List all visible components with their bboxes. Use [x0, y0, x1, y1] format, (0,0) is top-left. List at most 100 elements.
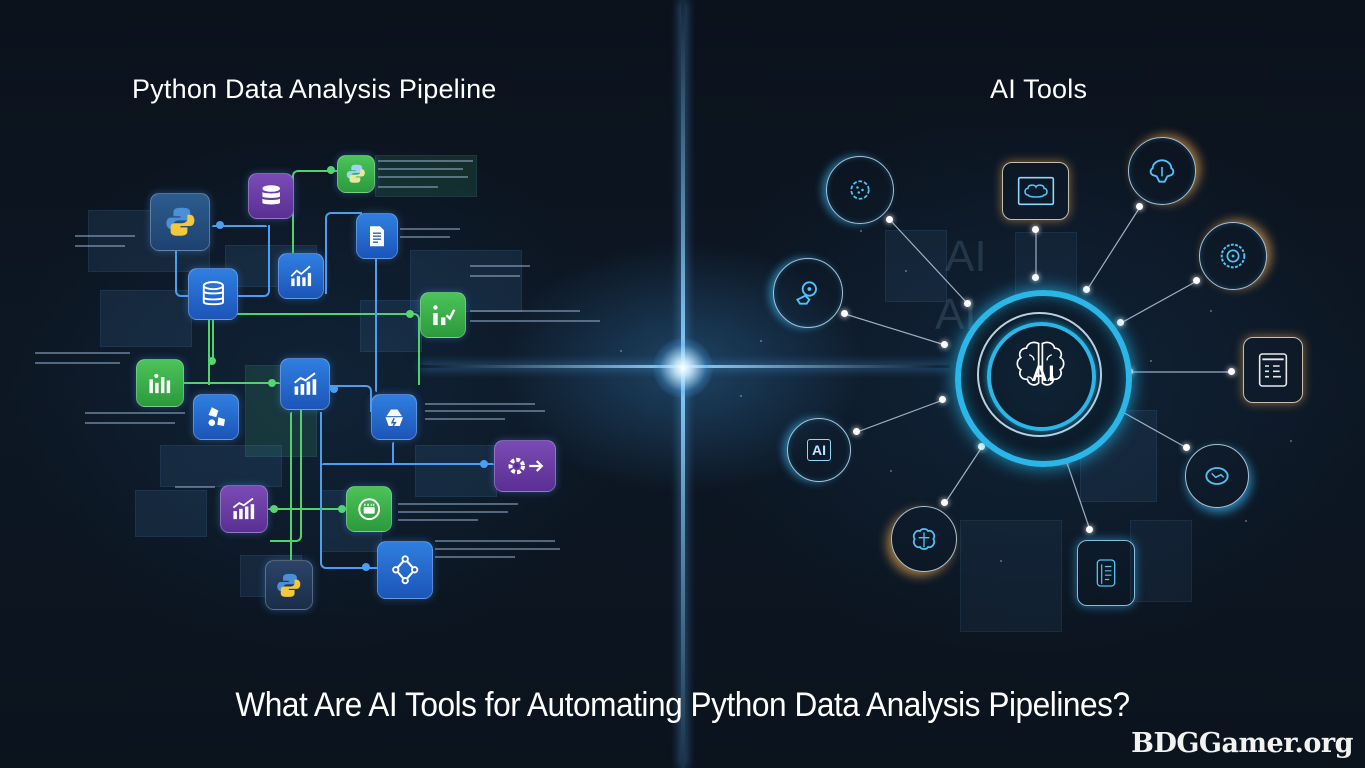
trend-node	[220, 485, 268, 533]
ai-tool-node	[826, 156, 894, 224]
connector-dot	[338, 505, 346, 513]
code-line	[378, 186, 438, 188]
hub-ring-inner	[987, 322, 1096, 431]
star-speck	[760, 340, 762, 342]
connector-dot	[941, 341, 948, 348]
connector-dot	[964, 300, 971, 307]
code-line	[425, 410, 545, 412]
star-speck	[1150, 360, 1152, 362]
code-line	[35, 362, 120, 364]
hub-ring-outer	[977, 312, 1102, 437]
pipeline-wire	[234, 225, 270, 297]
connector-dot	[406, 310, 414, 318]
connector-dot	[939, 396, 946, 403]
connector-dot	[270, 505, 278, 513]
headline: What Are AI Tools for Automating Python …	[235, 686, 1130, 724]
code-line	[378, 160, 473, 162]
connector-dot	[480, 460, 488, 468]
connector-dot	[327, 166, 335, 174]
connector-dot	[1228, 368, 1235, 375]
connector-dot	[208, 357, 216, 365]
bar-chart-node	[136, 359, 184, 407]
dashboard-panel-icon	[1258, 353, 1288, 387]
bg-panel	[885, 230, 947, 302]
code-line	[75, 245, 125, 247]
chart-node	[280, 358, 330, 410]
ai-tool-node	[1002, 162, 1069, 220]
connector-dot	[330, 385, 338, 393]
hub-label: AI	[1031, 361, 1056, 386]
code-line	[470, 310, 580, 312]
brain-lobes-icon	[912, 528, 936, 550]
database-node	[188, 268, 238, 320]
network-graph-icon	[391, 555, 419, 585]
pipeline-wire	[292, 170, 342, 297]
analytics-icon	[433, 305, 456, 325]
ai-tool-node	[1077, 540, 1135, 606]
python-node	[337, 155, 375, 193]
pipeline-wire	[322, 463, 494, 467]
bg-panel	[135, 490, 207, 537]
pipeline-wire	[375, 252, 379, 392]
brain-icon	[1016, 341, 1065, 386]
star-speck	[1210, 310, 1212, 312]
database-node	[248, 173, 294, 219]
processing-badge-icon	[358, 498, 380, 520]
gear-output-node	[494, 440, 556, 492]
pipeline-wire	[182, 382, 280, 386]
bg-panel	[960, 520, 1062, 632]
connector-dot	[853, 428, 860, 435]
pipeline-wire	[392, 442, 396, 464]
processing-node	[346, 486, 392, 532]
left-section-title: Python Data Analysis Pipeline	[132, 74, 497, 104]
bg-panel	[375, 155, 477, 197]
cloud-process-node	[371, 394, 417, 440]
document-icon	[370, 225, 384, 246]
connector-dot	[362, 563, 370, 571]
ai-tool-node	[1199, 222, 1267, 290]
code-line	[470, 275, 520, 277]
pipeline-wire	[212, 315, 216, 360]
ai-tool-node	[1243, 337, 1303, 403]
connector-dot	[1136, 203, 1143, 210]
code-line	[425, 418, 505, 420]
lens-flare	[653, 338, 713, 398]
code-line	[425, 403, 535, 405]
pipeline-wire	[268, 508, 346, 512]
python-node	[265, 560, 313, 610]
code-line	[85, 412, 185, 414]
connector-dot	[886, 216, 893, 223]
brain-monitor-icon	[1017, 176, 1054, 206]
ai-hub: AI	[955, 290, 1132, 467]
network-node	[377, 541, 433, 599]
connector-dot	[978, 443, 985, 450]
connector-dot	[841, 310, 848, 317]
connector-dot	[1032, 226, 1039, 233]
code-line	[75, 235, 135, 237]
star-speck	[905, 270, 907, 272]
code-line	[470, 265, 530, 267]
bar-chart-trend-icon	[233, 497, 255, 520]
bar-chart-icon	[149, 374, 171, 394]
right-section-title: AI Tools	[990, 74, 1088, 104]
python-node	[150, 193, 210, 251]
code-line	[35, 352, 130, 354]
star-speck	[1245, 520, 1247, 522]
code-line	[175, 486, 215, 488]
connector-dot	[941, 499, 948, 506]
connector-dot	[1193, 277, 1200, 284]
data-shapes-node	[193, 394, 239, 440]
site-watermark: BDGGamer.org	[1131, 728, 1353, 759]
code-line	[435, 548, 560, 550]
star-speck	[1290, 440, 1292, 442]
circuit-brain-icon	[1220, 243, 1246, 269]
bar-chart-trend-icon	[290, 265, 311, 286]
pipeline-wire	[325, 212, 362, 294]
ai-chat-icon: AI	[807, 439, 831, 461]
star-speck	[1000, 560, 1002, 562]
analytics-node	[420, 292, 466, 338]
star-speck	[860, 230, 862, 232]
code-line	[398, 519, 478, 521]
connector-dot	[1032, 274, 1039, 281]
